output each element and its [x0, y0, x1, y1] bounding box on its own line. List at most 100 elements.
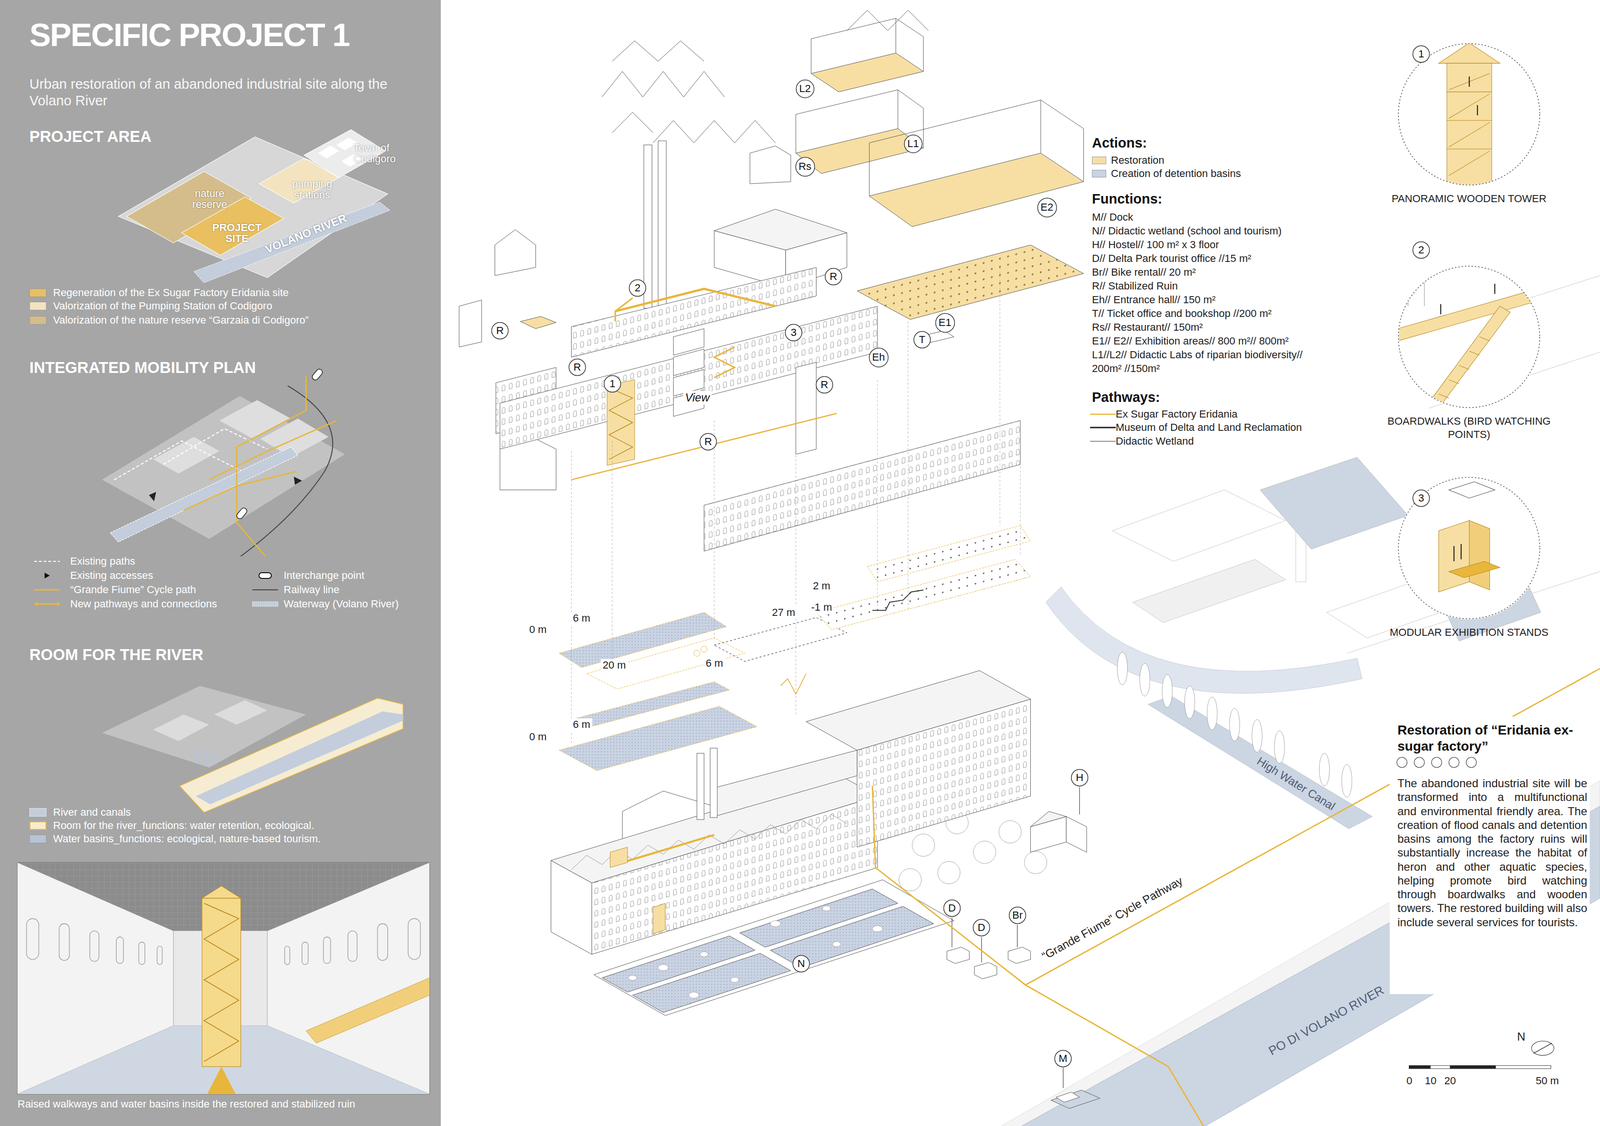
- perspective-view: [26, 918, 39, 960]
- exploded-axonometry: [714, 209, 848, 250]
- callout-number: 3: [1412, 489, 1431, 508]
- callout-text: T: [918, 334, 925, 345]
- map-label: pumping stations: [286, 178, 339, 201]
- exploded-axonometry: [612, 112, 654, 133]
- function-callout: T: [913, 330, 932, 349]
- mobility-map: [209, 420, 337, 480]
- legend-text: “Grande Fiume” Cycle path: [70, 583, 196, 596]
- site-plan: [1229, 708, 1240, 741]
- detail-outline: [1398, 477, 1540, 619]
- legend-swatch: [1091, 169, 1107, 178]
- function-item: N// Didactic wetland (school and tourism…: [1091, 224, 1330, 239]
- scale-and-north: [1531, 1040, 1554, 1055]
- exploded-axonometry: [494, 229, 536, 276]
- exploded-axonometry: [520, 316, 556, 329]
- exploded-axonometry: [869, 153, 1084, 227]
- legend-sample-box: [1089, 409, 1118, 419]
- legend-sample: [33, 599, 62, 609]
- legend-text: Valorization of the nature reserve “Garz…: [53, 314, 309, 327]
- exploded-axonometry: [811, 53, 924, 93]
- text-heading: Restoration of “Eridania ex-sugar factor…: [1395, 721, 1590, 754]
- project-area-map: [194, 202, 390, 283]
- perspective-view: [305, 977, 430, 1044]
- function-item: Rs// Restaurant// 150m²: [1091, 320, 1330, 335]
- site-plan: [1139, 663, 1151, 696]
- perspective-view: [89, 930, 99, 962]
- site-plan: [1319, 752, 1330, 786]
- callout-circle: [943, 899, 961, 917]
- perspective-view: [347, 930, 357, 962]
- river-label: PO DI VOLANO RIVER: [1266, 982, 1387, 1059]
- left-panel: [0, 0, 441, 1126]
- detail-views: [1438, 42, 1500, 191]
- text-panel-ground: [1431, 757, 1443, 768]
- exploded-axonometry: [559, 705, 758, 771]
- callout-circle: [935, 313, 955, 333]
- site-plan: [1030, 816, 1067, 852]
- interchange-mark: [258, 572, 272, 579]
- callout-text: R: [704, 436, 713, 447]
- exploded-axonometry: [559, 612, 727, 668]
- callout-circle: [793, 955, 810, 972]
- site-plan: [946, 946, 970, 963]
- legend-sample: [251, 584, 280, 595]
- detail-views: [1397, 476, 1541, 620]
- site-plan: [1147, 695, 1373, 829]
- exploded-axonometry: [653, 120, 776, 143]
- dimension: 27 m: [770, 606, 798, 619]
- callout-text: 3: [790, 327, 797, 338]
- site-plan: [628, 974, 637, 981]
- mobility-map: [101, 367, 345, 556]
- callout-circle: [1413, 490, 1430, 507]
- detail-views: [1407, 267, 1425, 307]
- detail-outline: [1398, 43, 1540, 185]
- site-plan: [710, 748, 718, 818]
- perspective-view: [138, 941, 146, 964]
- exploded-axonometry: [872, 589, 924, 611]
- mobility-map: [110, 446, 298, 542]
- mobility-map: [311, 367, 324, 381]
- perspective-view: [377, 923, 389, 961]
- scale-and-north: [1409, 1065, 1431, 1069]
- function-callout: L2: [795, 79, 815, 99]
- legend-sample-box: [251, 584, 280, 595]
- node-outline: [1378, 265, 1560, 409]
- function-callout: E2: [1036, 197, 1058, 218]
- detail-views: [1448, 561, 1500, 578]
- legend-sample: [251, 570, 280, 581]
- legend-text: Existing accesses: [70, 569, 154, 582]
- legend-sample-box: [33, 584, 62, 595]
- dimension: 20 m: [601, 658, 629, 672]
- site-plan: [952, 786, 1080, 1088]
- detail-caption: MODULAR EXHIBITION STANDS: [1388, 625, 1550, 639]
- function-callout: Rs: [795, 156, 816, 177]
- site-plan: [622, 834, 715, 863]
- function-callout: D: [972, 918, 991, 937]
- callout-circle: [1413, 241, 1430, 259]
- path-label: “Grande Fiume” Cycle Pathway: [1037, 872, 1187, 964]
- callout-circle: [904, 134, 922, 153]
- exploded-axonometry: [601, 71, 725, 98]
- mobility-map: [101, 396, 345, 539]
- legend-sample: [33, 584, 62, 595]
- exploded-axonometry: [896, 18, 924, 72]
- legend-sample-box: [33, 599, 62, 609]
- function-callout: N: [792, 954, 811, 973]
- site-plan: [912, 833, 935, 856]
- legend-swatch: [29, 821, 47, 830]
- callout-text: R: [573, 361, 582, 373]
- callout-text: R: [829, 271, 838, 282]
- room-for-river-map: [214, 700, 268, 725]
- legend-swatch: [29, 315, 47, 325]
- map-label: Town of Codigoro: [353, 142, 401, 165]
- exploded-axonometry: [780, 673, 807, 694]
- room-for-river-map: [194, 749, 201, 755]
- callout-circle: [914, 331, 931, 349]
- exploded-axonometry: [586, 637, 745, 689]
- site-plan: [1051, 1089, 1101, 1109]
- perspective-view: [17, 862, 430, 1094]
- legend-sample: [33, 556, 62, 566]
- site-plan: [872, 925, 883, 932]
- perspective-view: [59, 923, 70, 961]
- room-for-river-map: [153, 714, 210, 741]
